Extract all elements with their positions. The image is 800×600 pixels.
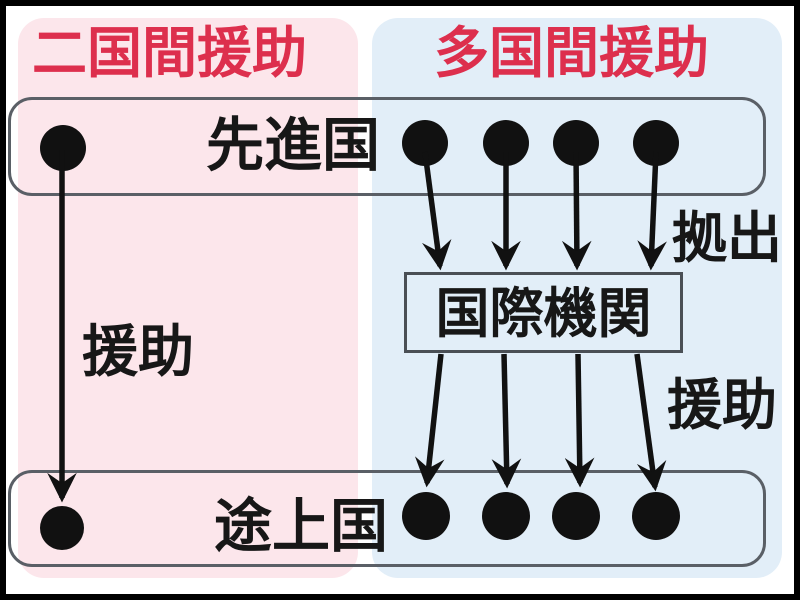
international-organization-label: 国際機関 (435, 280, 652, 345)
bilateral-aid-edge-label: 援助 (82, 319, 194, 385)
developed-countries-box (8, 97, 766, 196)
multilateral-aid-title: 多国間援助 (434, 22, 710, 84)
international-organization-box: 国際機関 (404, 272, 683, 353)
bilateral-aid-title: 二国間援助 (32, 22, 308, 84)
developing-countries-label: 途上国 (214, 492, 389, 560)
developed-countries-label: 先進国 (206, 111, 381, 179)
developing-countries-box (8, 470, 766, 567)
contribution-edge-label: 拠出 (672, 205, 783, 270)
multilateral-aid-edge-label: 援助 (667, 372, 778, 437)
